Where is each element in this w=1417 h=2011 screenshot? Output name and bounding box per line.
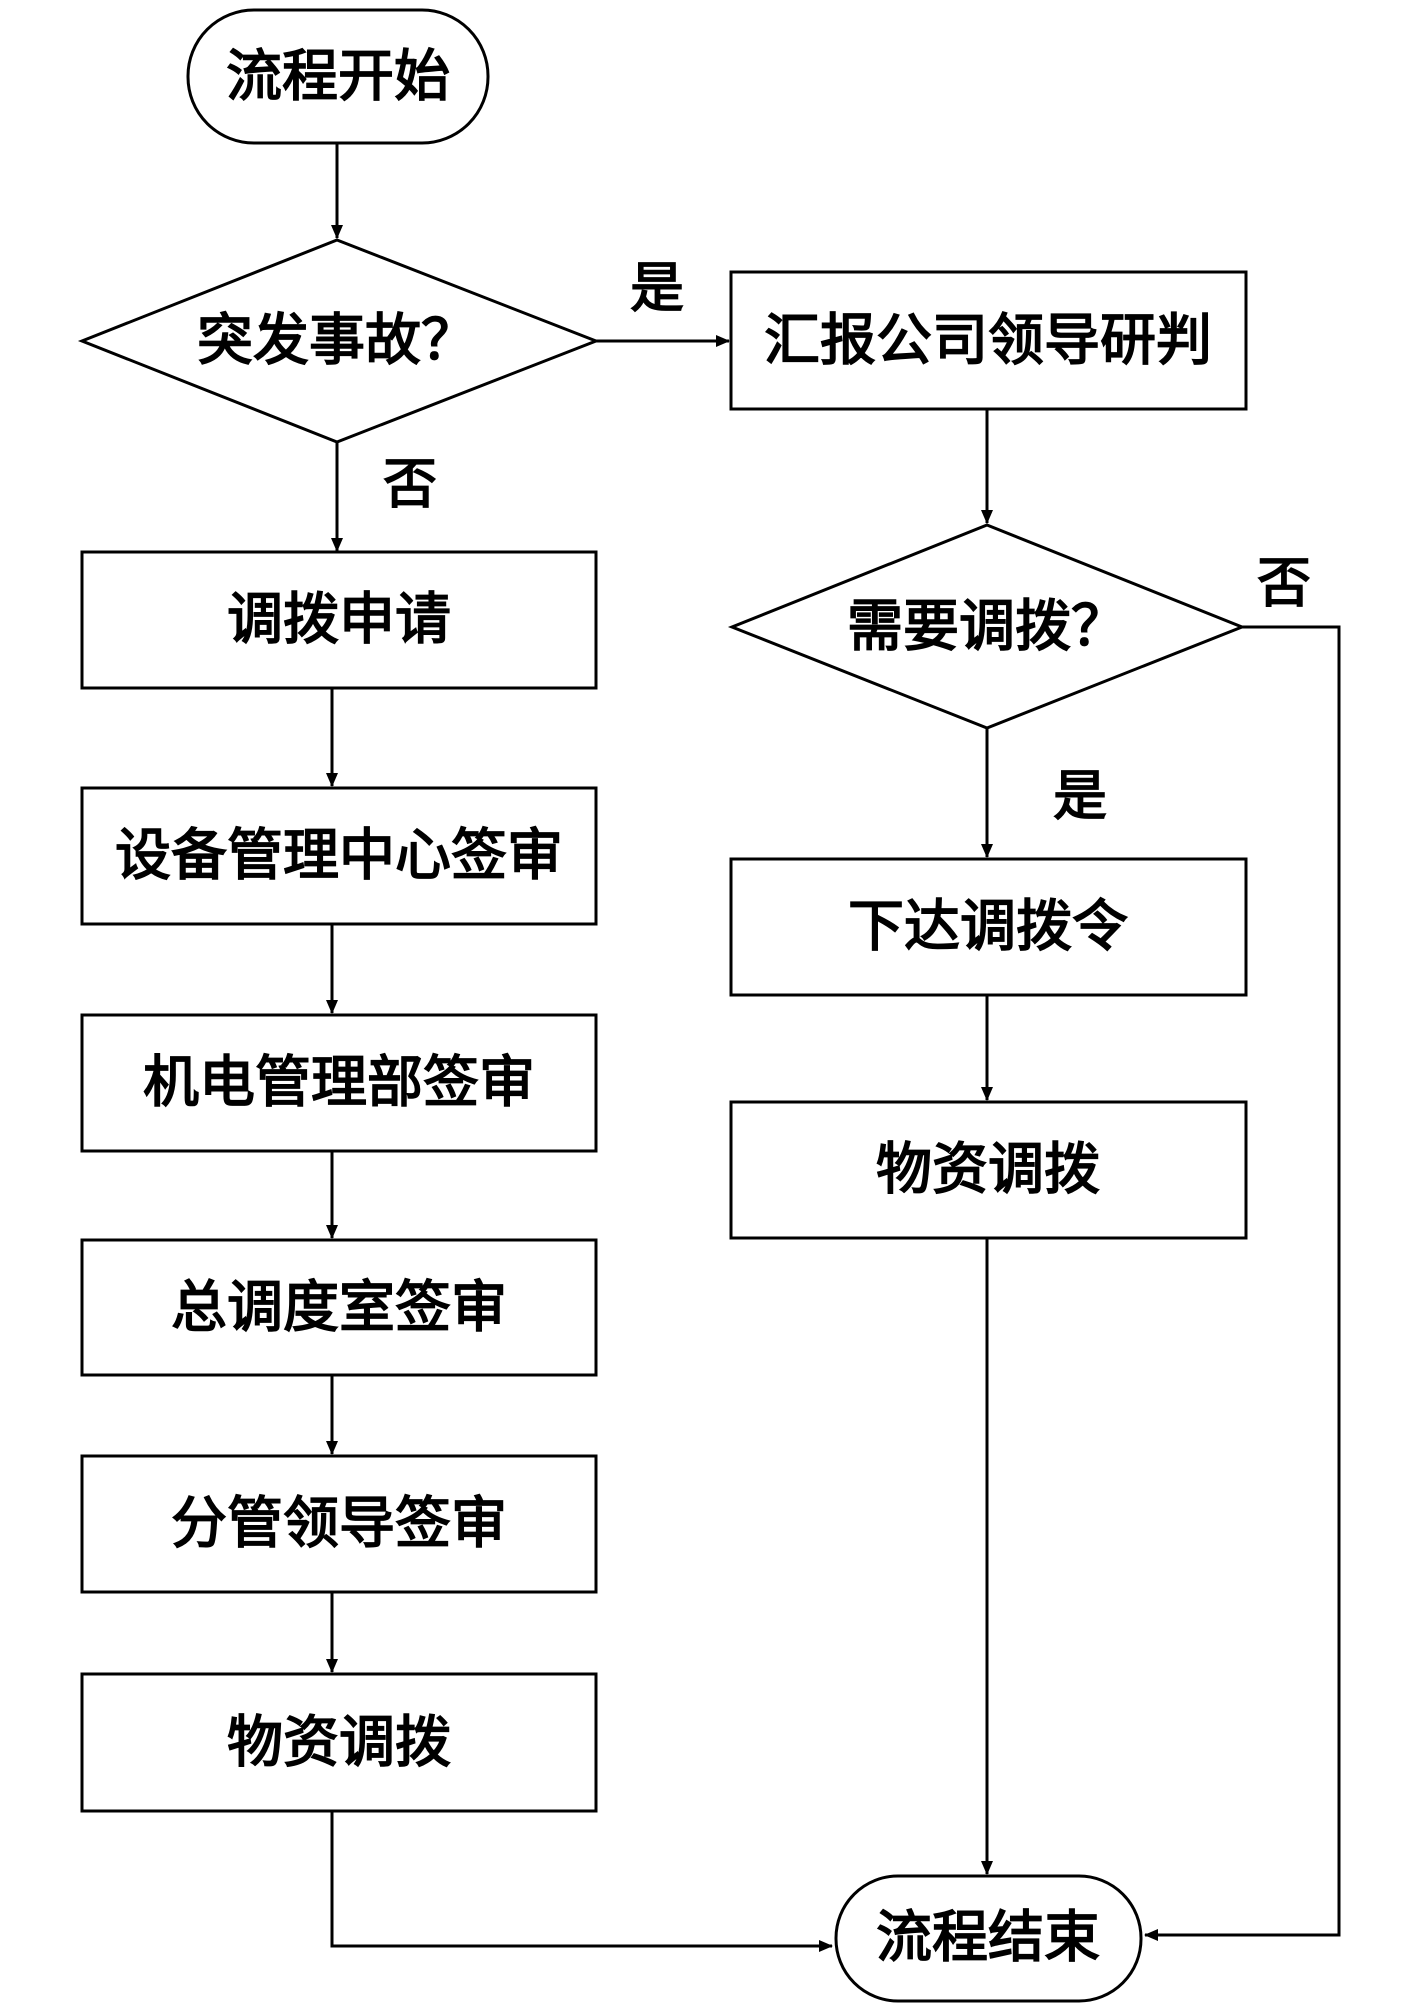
node-allocation-request: 调拨申请: [80, 550, 598, 690]
process-shape: [80, 786, 598, 926]
node-label: 下达调拨令: [848, 895, 1129, 960]
terminal-shape: [186, 8, 490, 145]
node-label: 流程结束: [876, 1906, 1100, 1971]
process-shape: [80, 1454, 598, 1594]
edge-label-accident-yes: 是: [630, 257, 684, 320]
decision-shape: [77, 238, 601, 444]
node-mech-elec-dept-review: 机电管理部签审: [80, 1013, 598, 1153]
terminal-shape: [834, 1874, 1143, 2003]
process-shape: [80, 1672, 598, 1813]
node-label: 分管领导签审: [171, 1492, 507, 1557]
edge-labels: 是 否 否 是: [383, 257, 1311, 828]
node-issue-allocation-order: 下达调拨令: [729, 857, 1248, 997]
node-label: 突发事故？: [197, 309, 477, 374]
node-dispatch-office-review: 总调度室签审: [80, 1238, 598, 1377]
node-label: 汇报公司领导研判: [764, 309, 1212, 374]
edges: [326, 143, 1341, 1952]
edge-label-accident-no: 否: [383, 453, 437, 516]
node-material-allocation-left: 物资调拨: [80, 1672, 598, 1813]
process-shape: [729, 857, 1248, 997]
process-shape: [729, 1100, 1248, 1240]
edge-label-need-no: 否: [1257, 552, 1311, 615]
node-label: 调拨申请: [227, 588, 451, 653]
node-label: 需要调拨？: [847, 595, 1127, 660]
edge-material-left-to-end: [330, 1812, 833, 1952]
process-shape: [80, 1238, 598, 1377]
node-label: 物资调拨: [227, 1711, 451, 1776]
node-label: 流程开始: [226, 45, 450, 110]
node-label: 总调度室签审: [171, 1276, 507, 1341]
node-accident-decision: 突发事故？: [77, 238, 601, 444]
process-shape: [729, 270, 1248, 411]
process-shape: [80, 1013, 598, 1153]
edge-need-no: [1144, 625, 1341, 1941]
node-end: 流程结束: [834, 1874, 1143, 2003]
node-need-allocation-decision: 需要调拨？: [727, 523, 1247, 730]
node-start: 流程开始: [186, 8, 490, 145]
node-material-allocation-right: 物资调拨: [729, 1100, 1248, 1240]
node-report-leaders: 汇报公司领导研判: [729, 270, 1248, 411]
decision-shape: [727, 523, 1247, 730]
node-leader-review: 分管领导签审: [80, 1454, 598, 1594]
process-shape: [80, 550, 598, 690]
node-label: 机电管理部签审: [143, 1051, 535, 1116]
node-label: 物资调拨: [876, 1138, 1100, 1203]
edge-label-need-yes: 是: [1053, 765, 1107, 828]
node-label: 设备管理中心签审: [115, 824, 563, 889]
node-equipment-center-review: 设备管理中心签审: [80, 786, 598, 926]
